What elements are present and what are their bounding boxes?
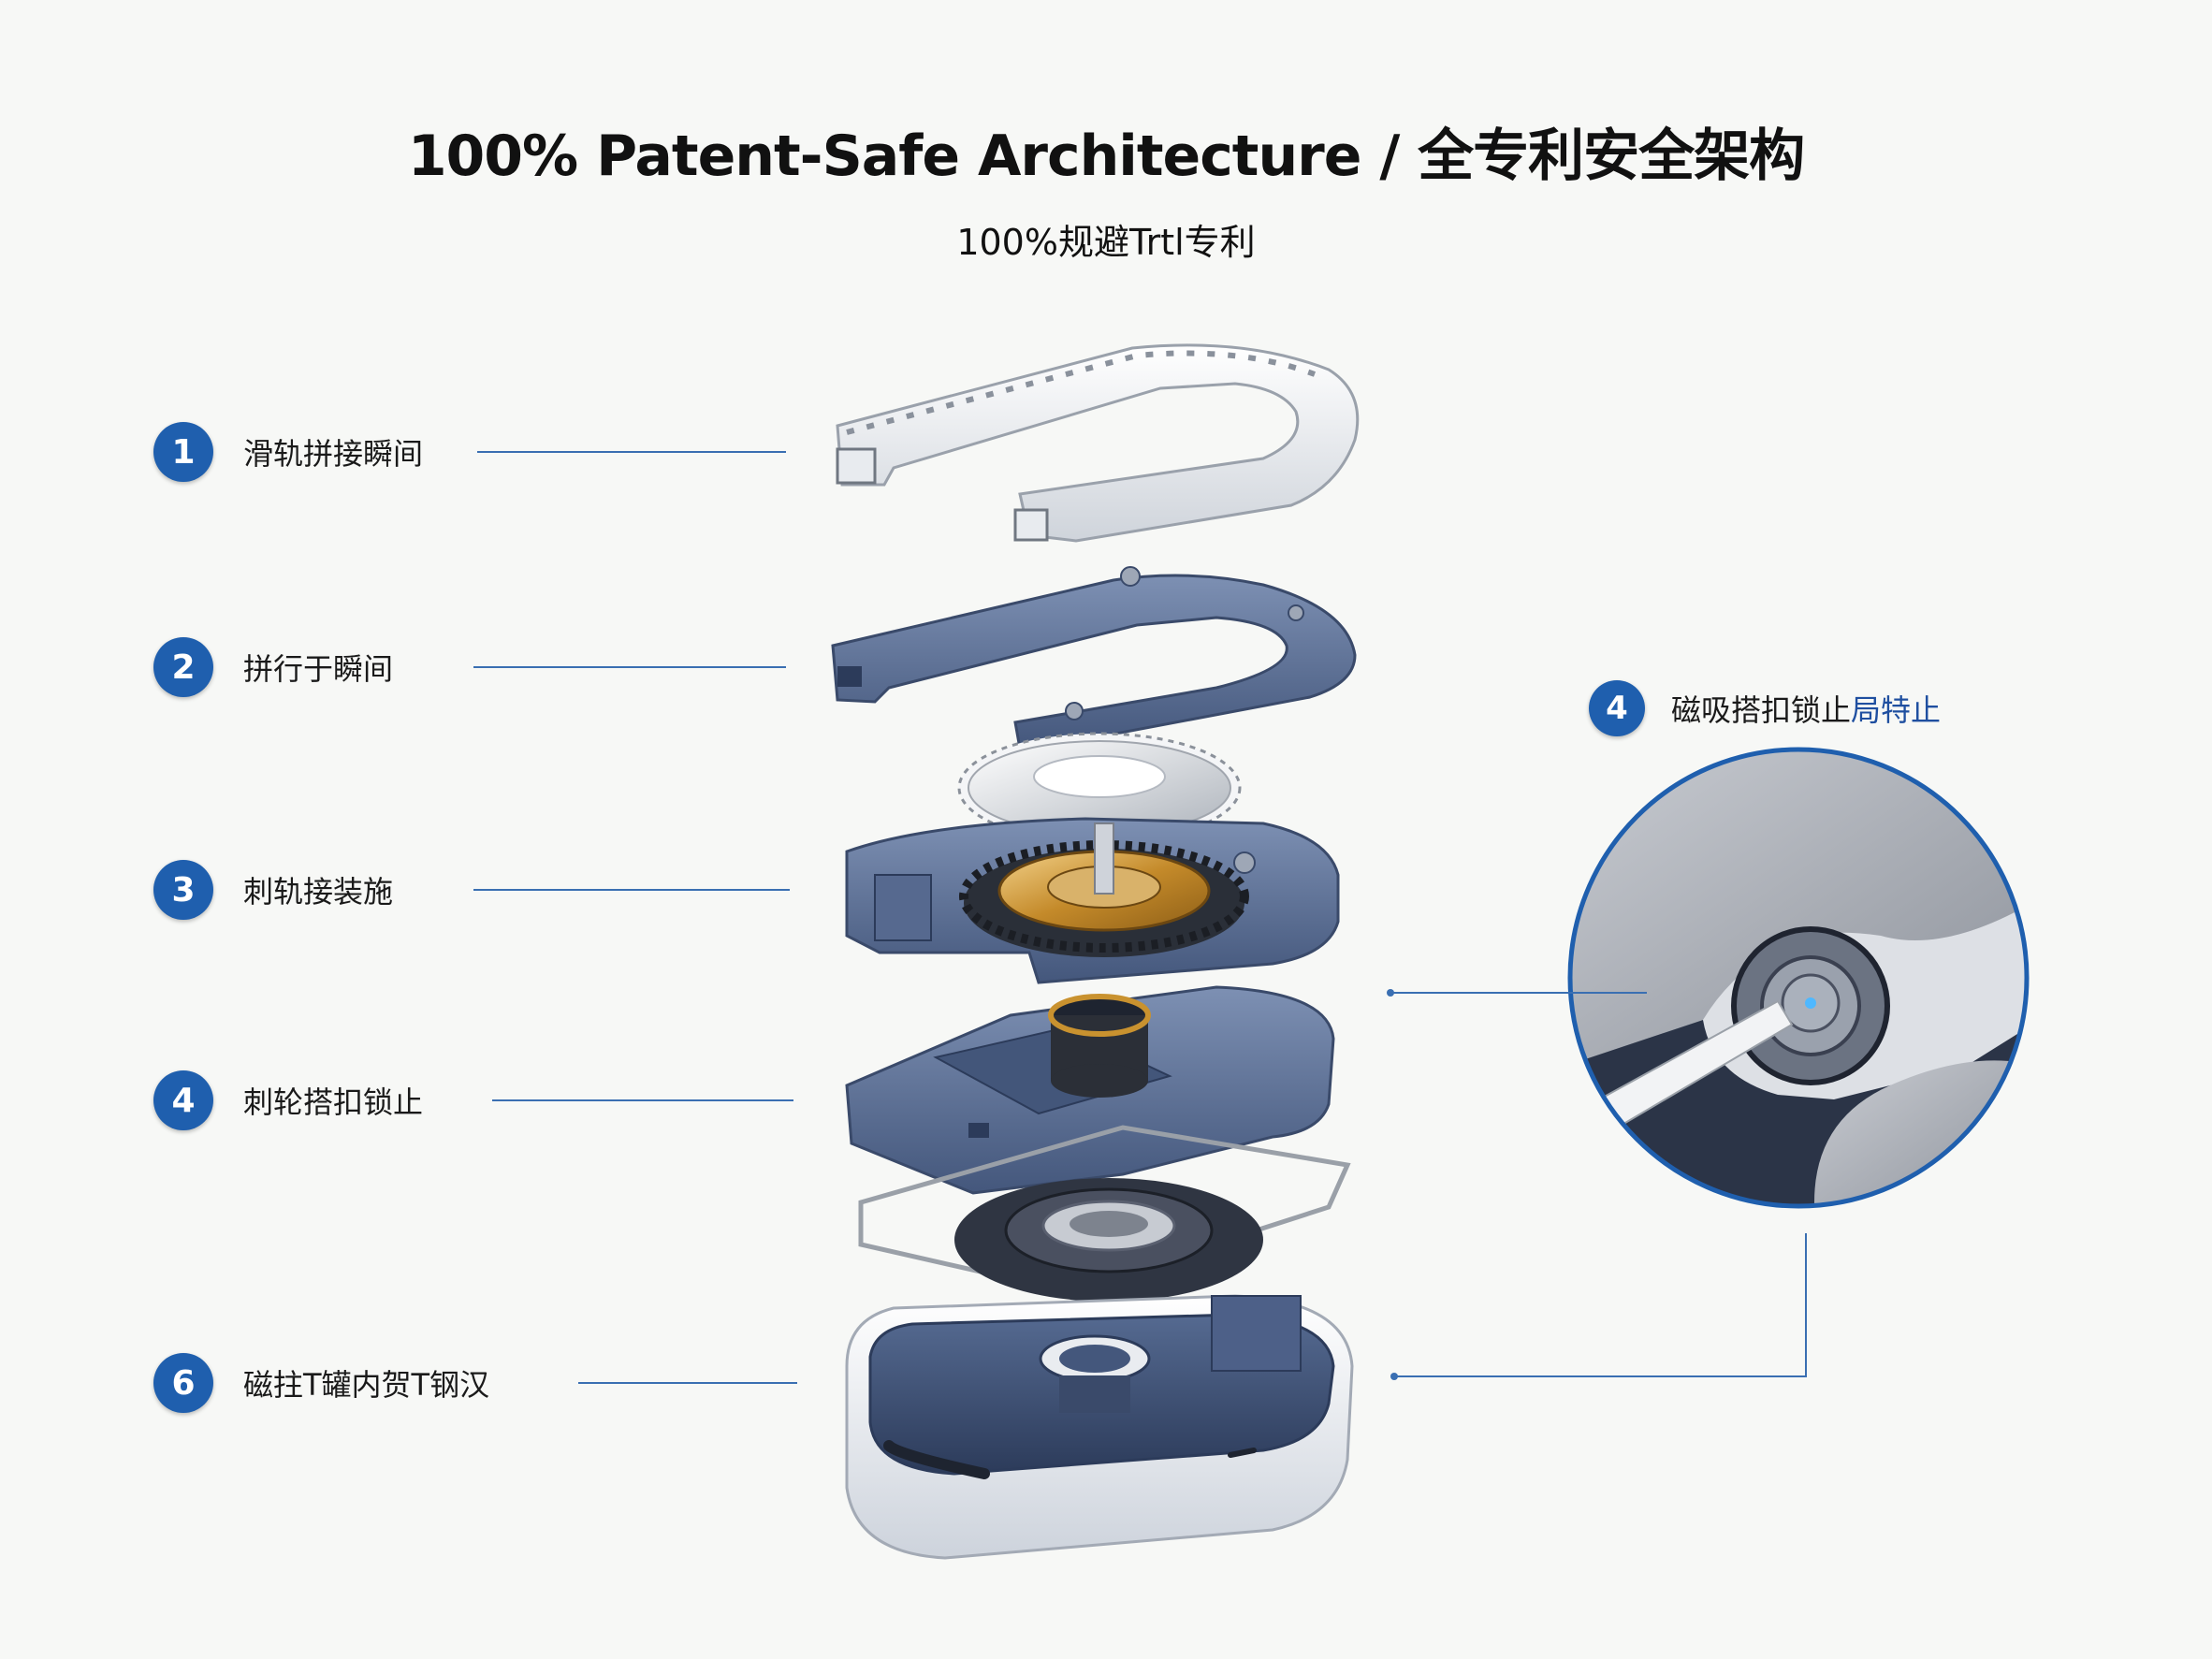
inner-blue-frame <box>831 566 1357 750</box>
detail-zoom-view <box>1567 747 2030 1209</box>
detail-label: 磁吸搭扣锁止局特止 <box>1671 687 1941 730</box>
leader-line-3 <box>473 889 790 891</box>
callout-label-6: 磁拄T罐内贺T钢汉 <box>243 1367 490 1403</box>
callout-badge-2: 2 <box>153 637 213 697</box>
callout-label-4: 刺轮搭扣锁止 <box>243 1084 424 1120</box>
wire-spring-frame <box>858 1125 1351 1294</box>
detail-callout: 4 磁吸搭扣锁止局特止 <box>1589 680 1941 736</box>
bottom-shell <box>845 1294 1354 1560</box>
page-title: 100% Patent-Safe Architecture / 全专利安全架构 <box>407 124 1805 189</box>
callout-badge-3: 3 <box>153 860 213 920</box>
callout-3: 3 刺轨接装施 <box>153 860 393 920</box>
callout-1: 1 滑轨拼接瞬间 <box>153 422 423 482</box>
callout-badge-6: 6 <box>153 1353 213 1413</box>
callout-label-2: 拼行于瞬间 <box>243 651 394 687</box>
page-subtitle: 100%规避Trtl专利 <box>956 222 1256 263</box>
leader-line-6 <box>578 1382 797 1384</box>
detail-leader-dot-lower <box>1390 1373 1398 1380</box>
slide-rail-frame <box>836 343 1360 543</box>
ratchet-disk <box>957 732 1242 844</box>
leader-line-4 <box>492 1099 793 1101</box>
callout-6: 6 磁拄T罐内贺T钢汉 <box>153 1353 489 1413</box>
latch-base-plate <box>845 985 1335 1195</box>
detail-badge: 4 <box>1589 680 1645 736</box>
leader-line-2 <box>473 666 786 668</box>
gear-housing <box>845 817 1340 984</box>
detail-leader-lower <box>1394 1233 1807 1377</box>
callout-badge-4: 4 <box>153 1070 213 1130</box>
magnet-disk <box>954 1178 1263 1302</box>
detail-leader-dot-upper <box>1387 989 1394 997</box>
callout-label-3: 刺轨接装施 <box>243 874 394 910</box>
leader-line-1 <box>477 451 786 453</box>
detail-label-main: 磁吸搭扣锁止 <box>1671 692 1852 728</box>
callout-2: 2 拼行于瞬间 <box>153 637 393 697</box>
callout-4: 4 刺轮搭扣锁止 <box>153 1070 423 1130</box>
callout-label-1: 滑轨拼接瞬间 <box>243 436 424 472</box>
callout-badge-1: 1 <box>153 422 213 482</box>
detail-label-accent: 局特止 <box>1851 692 1942 728</box>
